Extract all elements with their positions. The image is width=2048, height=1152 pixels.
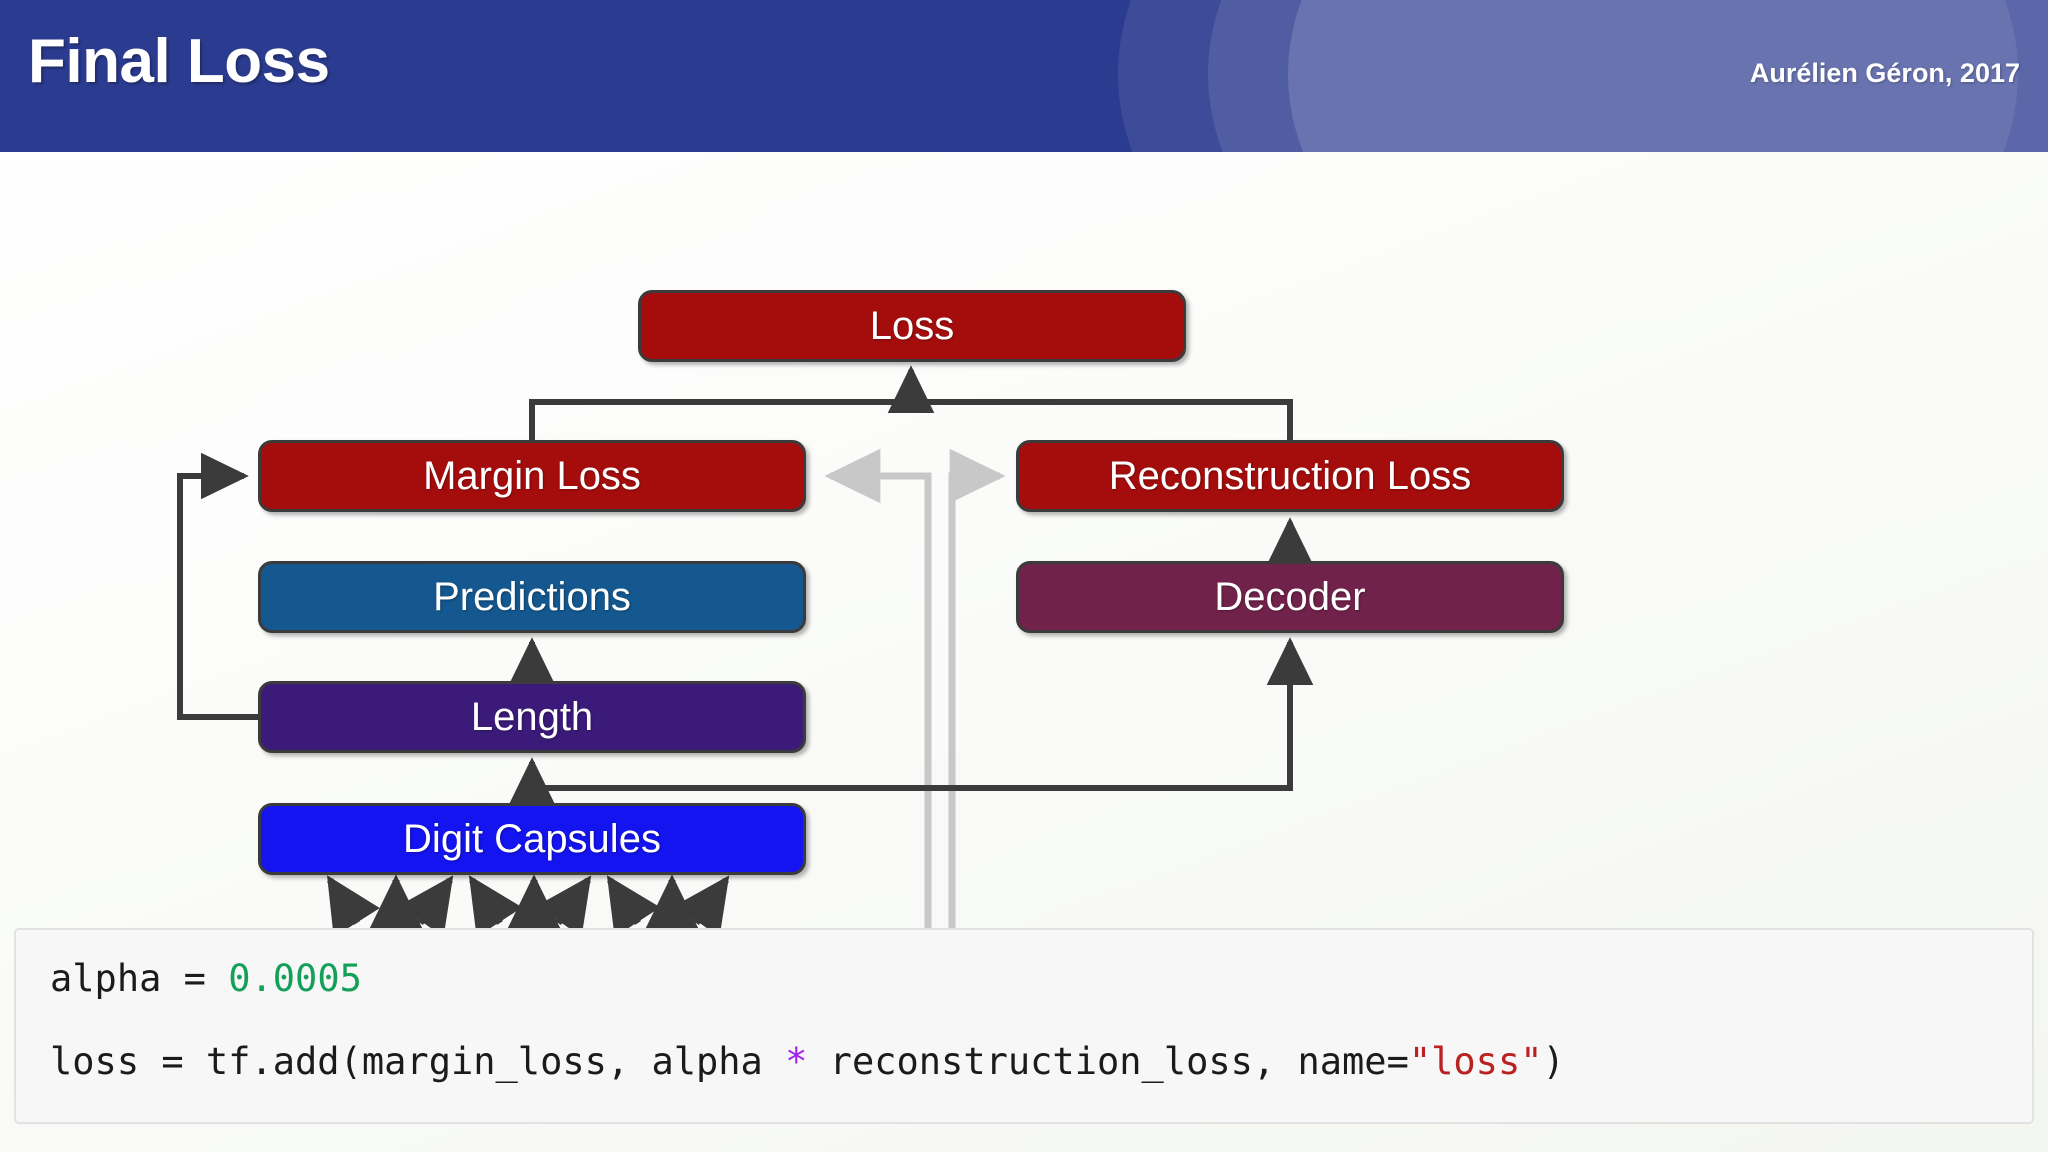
code-string-literal: "loss": [1408, 1040, 1543, 1083]
code-var-alpha: alpha: [50, 957, 162, 1000]
code-line-2: loss = tf.add(margin_loss, alpha * recon…: [50, 1043, 1998, 1080]
code-assign-op: =: [161, 957, 229, 1000]
code-block: alpha = 0.0005 loss = tf.add(margin_loss…: [14, 928, 2034, 1124]
node-predictions-label: Predictions: [433, 575, 631, 619]
node-reconstruction-loss[interactable]: Reconstruction Loss: [1016, 440, 1564, 512]
code-number-literal: 0.0005: [228, 957, 362, 1000]
slide-header: Final Loss Aurélien Géron, 2017: [0, 0, 2048, 152]
edge-length-to-margin-loss: [177, 452, 258, 720]
node-length-label: Length: [470, 695, 594, 739]
node-reconstruction-loss-label: Reconstruction Loss: [1108, 454, 1472, 498]
input-arrow-cluster: [327, 874, 730, 938]
node-loss[interactable]: Loss: [638, 290, 1186, 362]
node-margin-loss-label: Margin Loss: [423, 454, 641, 498]
loss-flowchart: Loss Margin Loss Reconstruction Loss Pre…: [0, 152, 2048, 942]
author-credit: Aurélien Géron, 2017: [1749, 58, 2020, 88]
code-line-1: alpha = 0.0005: [50, 960, 1998, 997]
edge-faded-to-reconstruction-loss: [948, 448, 1006, 942]
node-decoder[interactable]: Decoder: [1016, 561, 1564, 633]
edge-losses-to-loss: [529, 365, 1293, 440]
code-expr-part1: loss = tf.add(margin_loss, alpha: [50, 1040, 786, 1083]
node-digit-capsules[interactable]: Digit Capsules: [258, 803, 806, 875]
code-expr-part2: reconstruction_loss, name=: [807, 1040, 1409, 1083]
node-margin-loss[interactable]: Margin Loss: [258, 440, 806, 512]
node-digit-capsules-label: Digit Capsules: [403, 817, 661, 861]
code-expr-part3: ): [1542, 1040, 1565, 1083]
page-title: Final Loss: [28, 27, 330, 96]
node-length[interactable]: Length: [258, 681, 806, 753]
edge-faded-to-margin-loss: [824, 448, 932, 942]
node-predictions[interactable]: Predictions: [258, 561, 806, 633]
edge-digitcaps-to-decoder: [532, 637, 1314, 791]
code-multiply-operator: *: [785, 1040, 808, 1083]
flowchart-connectors: [177, 365, 1314, 942]
node-loss-label: Loss: [869, 304, 955, 348]
node-decoder-label: Decoder: [1214, 575, 1366, 619]
